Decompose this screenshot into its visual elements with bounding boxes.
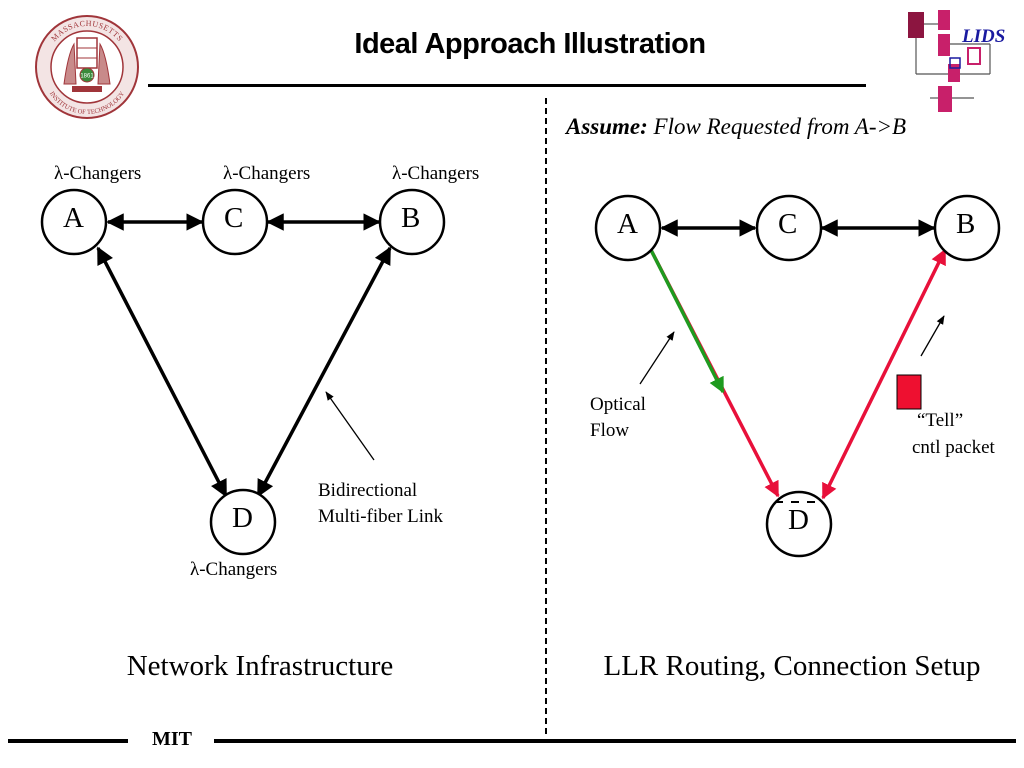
footer-rule-right — [214, 739, 1016, 743]
node-b-right — [933, 194, 1001, 262]
node-d-right — [765, 490, 833, 558]
right-caption: LLR Routing, Connection Setup — [603, 650, 981, 682]
node-a-right — [594, 194, 662, 262]
node-c-right-label: C — [778, 208, 798, 240]
left-links — [96, 213, 392, 498]
lambda-changers-a: λ-Changers — [54, 163, 142, 184]
lids-logo-text: LIDS — [961, 26, 1005, 47]
left-caption: Network Infrastructure — [126, 650, 394, 682]
optical-flow-line2: Flow — [590, 420, 630, 441]
node-a-label: A — [63, 202, 84, 234]
lambda-changers-d: λ-Changers — [190, 559, 278, 580]
node-b-right-label: B — [956, 208, 976, 240]
seal-year: 1861 — [80, 74, 94, 80]
assume-detail: Flow Requested from A->B — [653, 114, 907, 139]
right-links — [639, 219, 947, 500]
left-nodes — [40, 188, 446, 556]
node-a — [40, 188, 108, 256]
link-b-d-red — [821, 248, 947, 500]
lambda-changers-c: λ-Changers — [223, 163, 311, 184]
assume-label: Assume: — [566, 114, 648, 139]
node-d-label: D — [232, 502, 253, 534]
title-underline — [148, 84, 866, 87]
optical-flow-line1: Optical — [590, 394, 646, 415]
link-b-d — [256, 246, 392, 498]
lambda-changers-b: λ-Changers — [392, 163, 480, 184]
lids-logo: LIDS — [908, 10, 1005, 112]
slide-title: Ideal Approach Illustration — [354, 28, 706, 60]
node-a-right-label: A — [617, 208, 638, 240]
link-a-d — [96, 246, 228, 498]
mit-seal-logo: MASSACHUSETTS INSTITUTE OF TECHNOLOGY 18… — [35, 15, 139, 119]
node-c — [201, 188, 269, 256]
link-annotation-line2: Multi-fiber Link — [318, 506, 444, 527]
tell-packet-pointer — [920, 315, 945, 357]
assumption-text: Assume: Flow Requested from A->B — [566, 114, 906, 140]
right-nodes — [594, 194, 1001, 558]
node-d-right-label: D — [788, 504, 809, 536]
node-b-label: B — [401, 202, 421, 234]
node-b — [378, 188, 446, 256]
link-annotation-pointer — [325, 391, 375, 461]
footer-mit-label: MIT — [152, 728, 192, 750]
tell-packet-line1: “Tell” — [917, 410, 964, 431]
optical-flow-green — [649, 249, 725, 394]
node-c-label: C — [224, 202, 244, 234]
optical-flow-pointer — [639, 331, 675, 385]
tell-control-packet — [896, 374, 922, 410]
tell-packet-line2: cntl packet — [912, 437, 995, 458]
panel-divider — [545, 98, 547, 734]
link-annotation-line1: Bidirectional — [318, 480, 418, 501]
footer-rule-left — [8, 739, 128, 743]
node-c-right — [755, 194, 823, 262]
node-d — [209, 488, 277, 556]
